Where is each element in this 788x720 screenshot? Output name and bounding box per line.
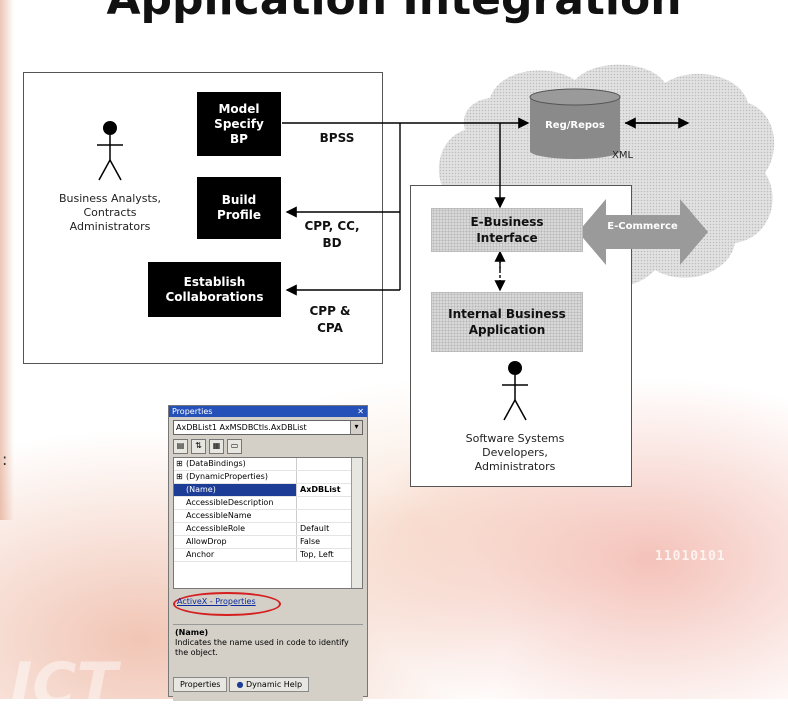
highlight-oval xyxy=(173,592,281,616)
properties-title: Properties xyxy=(172,407,213,416)
property-row[interactable]: Anchor Top, Left xyxy=(174,549,362,562)
model-line-1: Model xyxy=(218,101,260,116)
cpp-cpa-line-2: CPA xyxy=(317,321,343,335)
reg-repos-label: Reg/Repos xyxy=(545,120,605,131)
xml-label: XML xyxy=(612,150,634,161)
dev-line-1: Software Systems xyxy=(465,432,565,445)
property-value[interactable]: AxDBList xyxy=(300,485,341,494)
internal-line-1: Internal Business xyxy=(448,307,566,321)
property-row[interactable]: ⊞ (DataBindings) xyxy=(174,458,362,471)
close-icon[interactable]: ✕ xyxy=(357,407,364,416)
properties-toolbar: ▤ ⇅ ▦ ▭ xyxy=(173,439,363,454)
property-row[interactable]: AccessibleRole Default xyxy=(174,523,362,536)
property-row-selected[interactable]: (Name) AxDBList xyxy=(174,484,362,497)
help-icon: ● xyxy=(236,680,244,689)
developer-person-icon xyxy=(502,361,528,421)
expand-icon[interactable]: ⊞ xyxy=(176,459,183,468)
categorized-icon[interactable]: ▤ xyxy=(173,439,188,454)
internal-line-2: Application xyxy=(468,323,546,337)
property-row[interactable]: ⊞ (DynamicProperties) xyxy=(174,471,362,484)
ba-line-1: Business Analysts, xyxy=(58,192,162,205)
left-edge-mark: : xyxy=(2,450,8,469)
chevron-down-icon[interactable]: ▾ xyxy=(350,421,362,434)
verbs-pane: ActiveX - Properties xyxy=(173,592,363,616)
property-key: (DynamicProperties) xyxy=(174,471,297,483)
object-selector[interactable]: AxDBList1 AxMSDBCtls.AxDBList ▾ xyxy=(173,420,363,435)
alphabetical-icon[interactable]: ⇅ xyxy=(191,439,206,454)
description-text: Indicates the name used in code to ident… xyxy=(175,638,349,657)
tab-properties[interactable]: Properties xyxy=(173,677,228,692)
developers-caption: Software Systems Developers, Administrat… xyxy=(440,432,590,474)
object-selector-value: AxDBList1 AxMSDBCtls.AxDBList xyxy=(176,423,307,432)
cpp-cc-line-2: BD xyxy=(322,236,342,250)
cpp-cpa-label: CPP & CPA xyxy=(300,303,360,337)
properties-tab-label: Properties xyxy=(180,680,221,689)
expand-icon[interactable]: ⊞ xyxy=(176,472,183,481)
property-row[interactable]: AllowDrop False xyxy=(174,536,362,549)
properties-panel: Properties ✕ AxDBList1 AxMSDBCtls.AxDBLi… xyxy=(168,405,368,701)
connector-lines xyxy=(282,117,690,296)
ba-line-2: Contracts xyxy=(83,206,137,219)
description-title: (Name) xyxy=(175,628,209,637)
ebusiness-line-2: Interface xyxy=(476,231,538,245)
dynamic-help-tab-label: Dynamic Help xyxy=(245,680,303,689)
property-key: AccessibleName xyxy=(174,510,297,522)
property-key: (Name) xyxy=(174,484,297,496)
property-key: AllowDrop xyxy=(174,536,297,548)
property-value[interactable]: False xyxy=(300,537,321,546)
page-title: Application Integration xyxy=(0,0,788,25)
dev-line-2: Developers, xyxy=(482,446,548,459)
tab-dynamic-help[interactable]: ● Dynamic Help xyxy=(229,677,310,692)
property-key: AccessibleDescription xyxy=(174,497,297,509)
property-value[interactable]: Default xyxy=(300,524,330,533)
properties-titlebar: Properties ✕ xyxy=(169,406,367,417)
ecommerce-label: E-Commerce xyxy=(607,221,678,232)
activex-properties-link[interactable]: ActiveX - Properties xyxy=(177,597,256,606)
cpp-cc-line-1: CPP, CC, xyxy=(304,219,360,233)
property-row[interactable]: AccessibleDescription xyxy=(174,497,362,510)
cpp-cc-bd-label: CPP, CC, BD xyxy=(292,218,372,252)
model-line-2: Specify xyxy=(214,116,264,131)
properties-icon[interactable]: ▦ xyxy=(209,439,224,454)
build-line-2: Profile xyxy=(216,208,262,222)
business-analyst-person-icon xyxy=(97,121,123,181)
property-grid-scrollbar[interactable] xyxy=(351,458,362,588)
ebusiness-line-1: E-Business xyxy=(470,215,544,229)
property-key: Anchor xyxy=(174,549,297,561)
property-row[interactable]: AccessibleName xyxy=(174,510,362,523)
cpp-cpa-line-1: CPP & xyxy=(309,304,351,318)
property-grid: ⊞ (DataBindings) ⊞ (DynamicProperties) (… xyxy=(173,457,363,589)
events-icon[interactable]: ▭ xyxy=(227,439,242,454)
establish-line-2: Collaborations xyxy=(165,289,264,304)
property-key: AccessibleRole xyxy=(174,523,297,535)
establish-line-1: Establish xyxy=(183,274,246,289)
business-analysts-caption: Business Analysts, Contracts Administrat… xyxy=(40,192,180,234)
left-edge-stripe xyxy=(0,0,14,520)
property-key: (DataBindings) xyxy=(174,458,297,470)
dev-line-3: Administrators xyxy=(474,460,556,473)
build-line-1: Build xyxy=(221,193,257,207)
property-value[interactable]: Top, Left xyxy=(300,550,334,559)
binary-watermark: 11010101 xyxy=(655,549,726,564)
ba-line-3: Administrators xyxy=(69,220,151,233)
model-line-3: BP xyxy=(230,131,248,146)
bpss-label: BPSS xyxy=(319,131,355,145)
ecommerce-arrow xyxy=(578,199,708,265)
panel-tabs: Properties ● Dynamic Help xyxy=(173,677,310,692)
database-icon xyxy=(529,88,621,159)
